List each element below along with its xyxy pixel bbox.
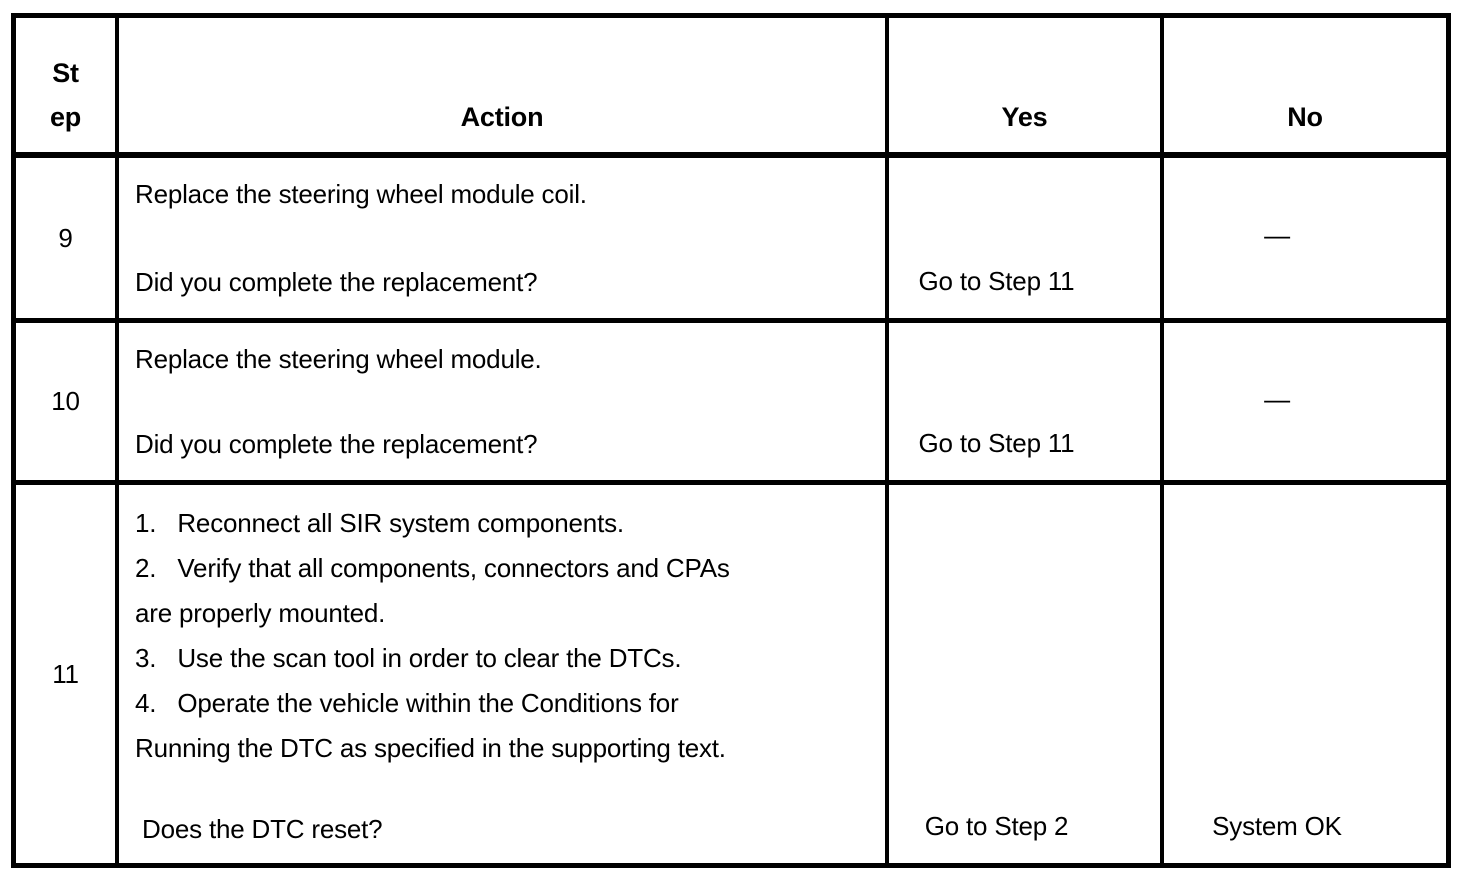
yes-cell-step-10: Go to Step 11 [889,323,1164,485]
list-line: 1. Reconnect all SIR system components. [135,508,624,538]
action-instruction: Replace the steering wheel module. [135,344,542,374]
yes-value: Go to Step 11 [918,428,1075,458]
action-question: Does the DTC reset? [135,814,383,844]
no-cell-step-9: — [1164,158,1446,323]
no-cell-step-10: — [1164,323,1446,485]
no-value: System OK [1212,811,1342,841]
step-number-9: 9 [16,158,119,323]
list-line: Running the DTC as specified in the supp… [135,733,726,763]
list-line: are properly mounted. [135,598,386,628]
em-dash: — [1264,383,1290,414]
header-step-line-1: St [52,58,79,88]
step-number-10: 10 [16,323,119,485]
action-cell-step-9: Replace the steering wheel module coil. … [119,158,889,323]
yes-value: Go to Step 2 [924,811,1069,841]
header-action: Action [119,18,889,158]
no-cell-step-11: System OK [1164,485,1446,863]
list-line: 4. Operate the vehicle within the Condit… [135,688,679,718]
em-dash: — [1264,220,1290,250]
list-line: 3. Use the scan tool in order to clear t… [135,643,682,673]
numbered-instruction-list: 1. Reconnect all SIR system components. 2… [135,501,873,771]
yes-cell-step-9: Go to Step 11 [889,158,1164,323]
step-number-11: 11 [16,485,119,863]
action-cell-step-10: Replace the steering wheel module. Did y… [119,323,889,485]
header-step: St ep [16,18,119,158]
diagnostic-step-table: St ep Action Yes No 9 Replace the steeri… [11,13,1451,868]
list-line: 2. Verify that all components, connector… [135,553,730,583]
action-question: Did you complete the replacement? [135,267,538,297]
header-no: No [1164,18,1446,158]
header-step-line-2: ep [49,102,82,132]
yes-cell-step-11: Go to Step 2 [889,485,1164,863]
header-yes: Yes [889,18,1164,158]
action-question: Did you complete the replacement? [135,429,538,459]
yes-value: Go to Step 11 [918,266,1075,296]
action-cell-step-11: 1. Reconnect all SIR system components. 2… [119,485,889,863]
action-instruction: Replace the steering wheel module coil. [135,179,587,209]
